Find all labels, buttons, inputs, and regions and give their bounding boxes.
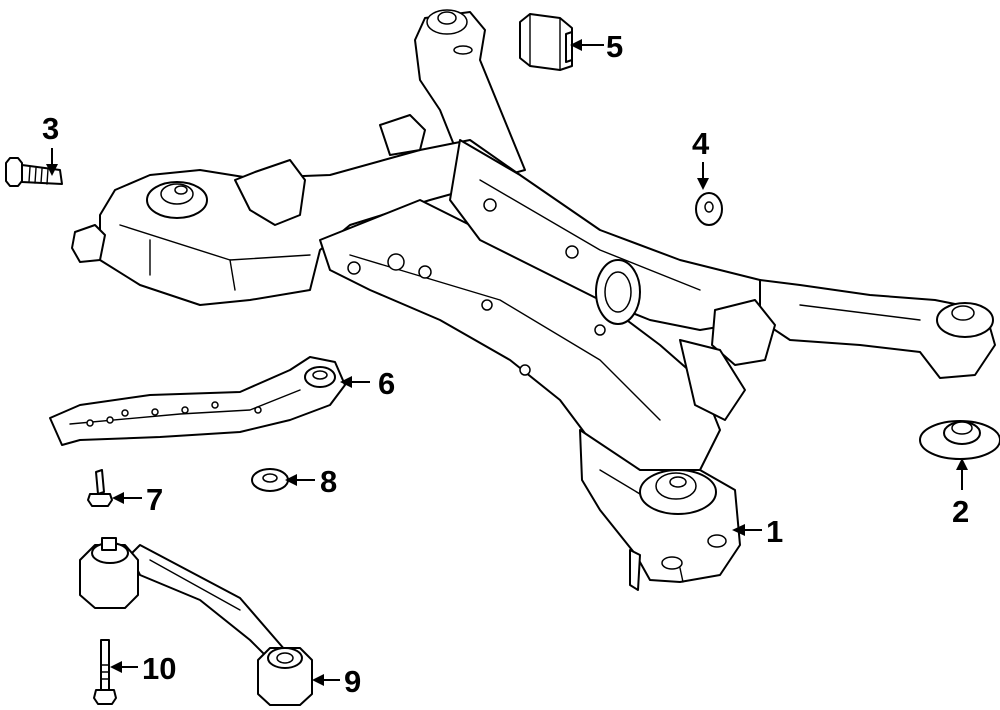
callout-3: 3 bbox=[42, 111, 59, 146]
part-1-subframe bbox=[71, 9, 996, 591]
part-5-bushing bbox=[519, 13, 573, 71]
callout-10: 10 bbox=[142, 651, 176, 686]
part-6-bracket bbox=[49, 356, 346, 446]
callout-1: 1 bbox=[766, 514, 783, 549]
callout-7: 7 bbox=[146, 482, 163, 517]
callout-leaders bbox=[46, 39, 968, 686]
part-7-bolt bbox=[87, 469, 113, 507]
callout-9: 9 bbox=[344, 664, 361, 699]
part-9-link-arm bbox=[79, 537, 313, 706]
callout-6: 6 bbox=[378, 366, 395, 401]
callout-4: 4 bbox=[692, 126, 710, 161]
part-10-bolt bbox=[93, 639, 117, 705]
part-2-washer bbox=[919, 420, 1000, 460]
callout-5: 5 bbox=[606, 29, 623, 64]
part-8-washer bbox=[251, 468, 289, 492]
callout-2: 2 bbox=[952, 494, 969, 529]
callout-8: 8 bbox=[320, 464, 337, 499]
part-4-washer bbox=[695, 192, 723, 226]
